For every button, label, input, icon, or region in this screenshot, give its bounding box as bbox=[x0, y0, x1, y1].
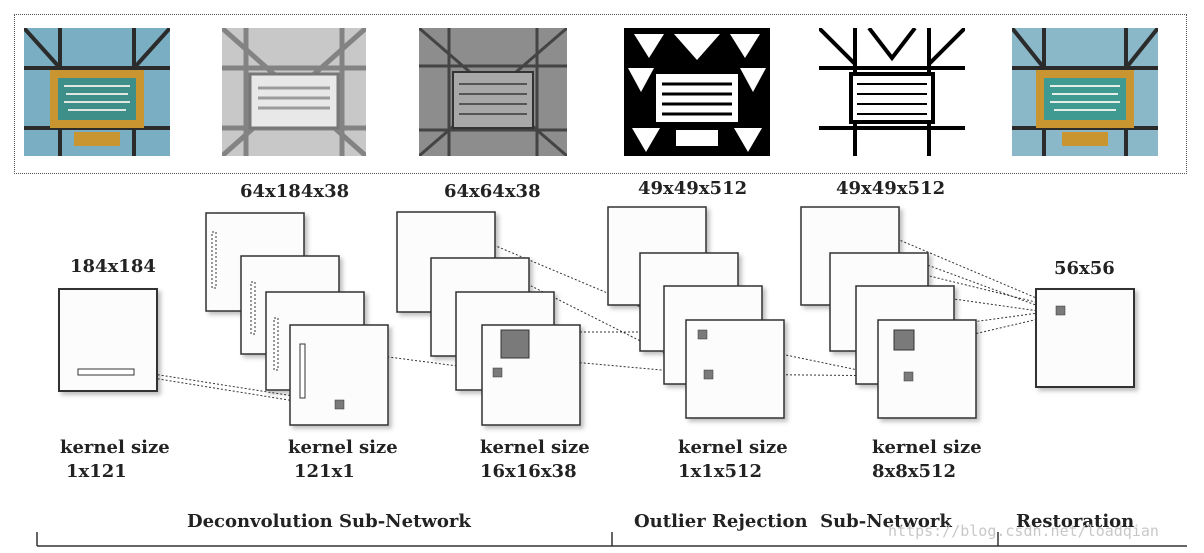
kernel-1-title: kernel size bbox=[60, 437, 170, 458]
image-strip bbox=[14, 14, 1187, 174]
kernel-3-title: kernel size bbox=[480, 437, 590, 458]
kernel-4-title: kernel size bbox=[678, 437, 788, 458]
output-point bbox=[1055, 305, 1066, 316]
kernel-8x8-patch bbox=[893, 329, 915, 351]
kernel-2-title: kernel size bbox=[288, 437, 398, 458]
deconv1-output-point bbox=[334, 399, 345, 410]
output-feature-map bbox=[1035, 288, 1135, 388]
outlier1-point-b bbox=[703, 369, 714, 380]
output-dim-label: 56x56 bbox=[1054, 258, 1115, 279]
input-image-icon bbox=[24, 28, 170, 156]
kernel-5-title: kernel size bbox=[872, 437, 982, 458]
outlier1-dim-label: 49x49x512 bbox=[638, 178, 748, 199]
deconv1-dim-label: 64x184x38 bbox=[240, 181, 350, 202]
kernel-2-size: 121x1 bbox=[294, 461, 355, 482]
deconv1-output-icon bbox=[222, 28, 366, 156]
input-feature-map bbox=[58, 288, 158, 392]
stage-outlier-label: Outlier Rejection Sub-Network bbox=[634, 511, 952, 532]
stage-deconvolution-label: Deconvolution Sub-Network bbox=[187, 511, 471, 532]
kernel-4-size: 1x1x512 bbox=[678, 461, 763, 482]
outlier1-output-icon bbox=[624, 28, 770, 156]
outlier2-output-point bbox=[903, 371, 914, 382]
input-dim-label: 184x184 bbox=[70, 256, 156, 277]
kernel-16x16-patch bbox=[500, 329, 530, 359]
deconv2-output-point bbox=[492, 367, 503, 378]
restored-image-icon bbox=[1012, 28, 1158, 156]
kernel-1x121-patch bbox=[77, 368, 135, 376]
outlier1-point-a bbox=[697, 329, 708, 340]
deconv2-output-icon bbox=[419, 28, 567, 156]
kernel-1-size: 1x121 bbox=[66, 461, 127, 482]
stage-brackets bbox=[36, 532, 1187, 547]
kernel-3-size: 16x16x38 bbox=[480, 461, 577, 482]
outlier2-dim-label: 49x49x512 bbox=[836, 178, 946, 199]
deconv1-feature-stack bbox=[205, 212, 389, 426]
watermark-text: https://blog.csdn.net/loadqian bbox=[888, 522, 1159, 540]
outlier1-feature-stack bbox=[607, 206, 785, 419]
outlier2-feature-stack bbox=[800, 206, 977, 419]
kernel-121x1-patch bbox=[299, 343, 306, 399]
stage-restoration-label: Restoration bbox=[1016, 511, 1135, 532]
kernel-5-size: 8x8x512 bbox=[872, 461, 957, 482]
deconv2-feature-stack bbox=[396, 211, 581, 426]
outlier2-output-icon bbox=[819, 28, 965, 156]
deconv2-dim-label: 64x64x38 bbox=[444, 181, 541, 202]
